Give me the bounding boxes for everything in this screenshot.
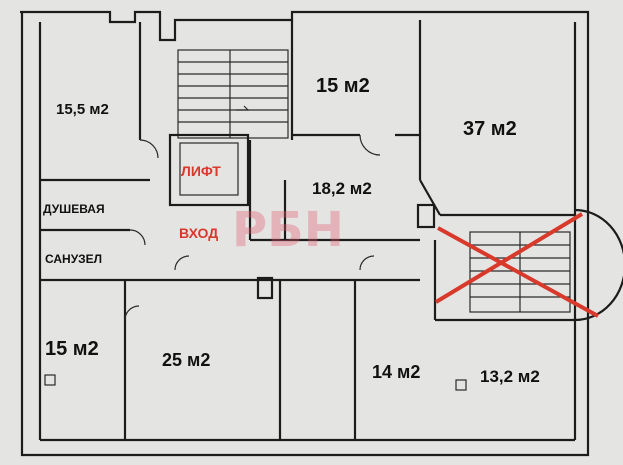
room-label-top-right: 37 м2 <box>463 118 517 140</box>
room-label-bottom-second: 25 м2 <box>162 350 210 370</box>
elevator-label: ЛИФТ <box>181 163 221 179</box>
room-label-top-left: 15,5 м2 <box>56 101 109 118</box>
room-label-bottom-right: 13,2 м2 <box>480 367 540 386</box>
watermark: РБН <box>232 202 344 258</box>
room-label-top-middle: 15 м2 <box>316 75 370 97</box>
room-label-bottom-fourth: 14 м2 <box>372 362 420 382</box>
room-label-center: 18,2 м2 <box>312 179 372 198</box>
bathroom-label: САНУЗЕЛ <box>45 252 102 266</box>
crossed-out-stair <box>434 212 599 318</box>
room-label-bottom-left: 15 м2 <box>45 338 99 360</box>
shower-label: ДУШЕВАЯ <box>43 202 105 216</box>
entrance-label: ВХОД <box>179 225 218 241</box>
